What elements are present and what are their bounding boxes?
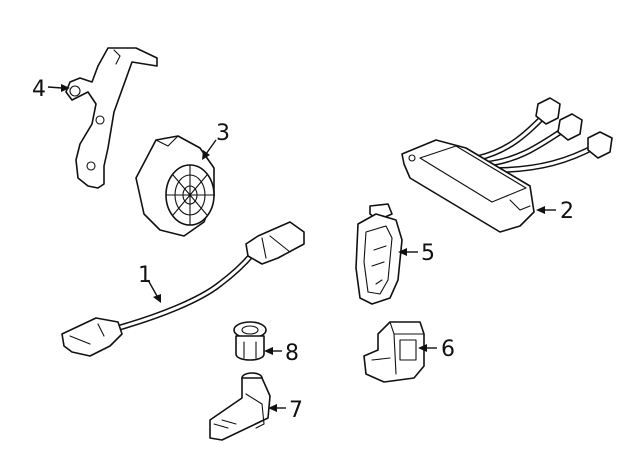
part-4-bracket (65, 47, 158, 189)
part-5-key-fob (355, 203, 403, 305)
part-6-switch (363, 321, 425, 383)
callout-6: 6 (441, 337, 455, 362)
part-1-cable-harness (61, 221, 305, 357)
part-3-horn (135, 135, 215, 237)
callout-5: 5 (421, 241, 435, 266)
callout-leaders (47, 84, 556, 412)
callout-3: 3 (216, 121, 230, 146)
callout-7: 7 (289, 398, 303, 423)
callout-labels: 4 3 1 2 5 6 8 7 (32, 77, 574, 423)
part-8-grommet (233, 321, 267, 361)
part-7-sensor (209, 372, 271, 441)
part-2-module (401, 97, 613, 233)
callout-1: 1 (138, 263, 152, 288)
callout-2: 2 (560, 199, 574, 224)
callout-4: 4 (32, 77, 46, 102)
callout-8: 8 (285, 341, 299, 366)
